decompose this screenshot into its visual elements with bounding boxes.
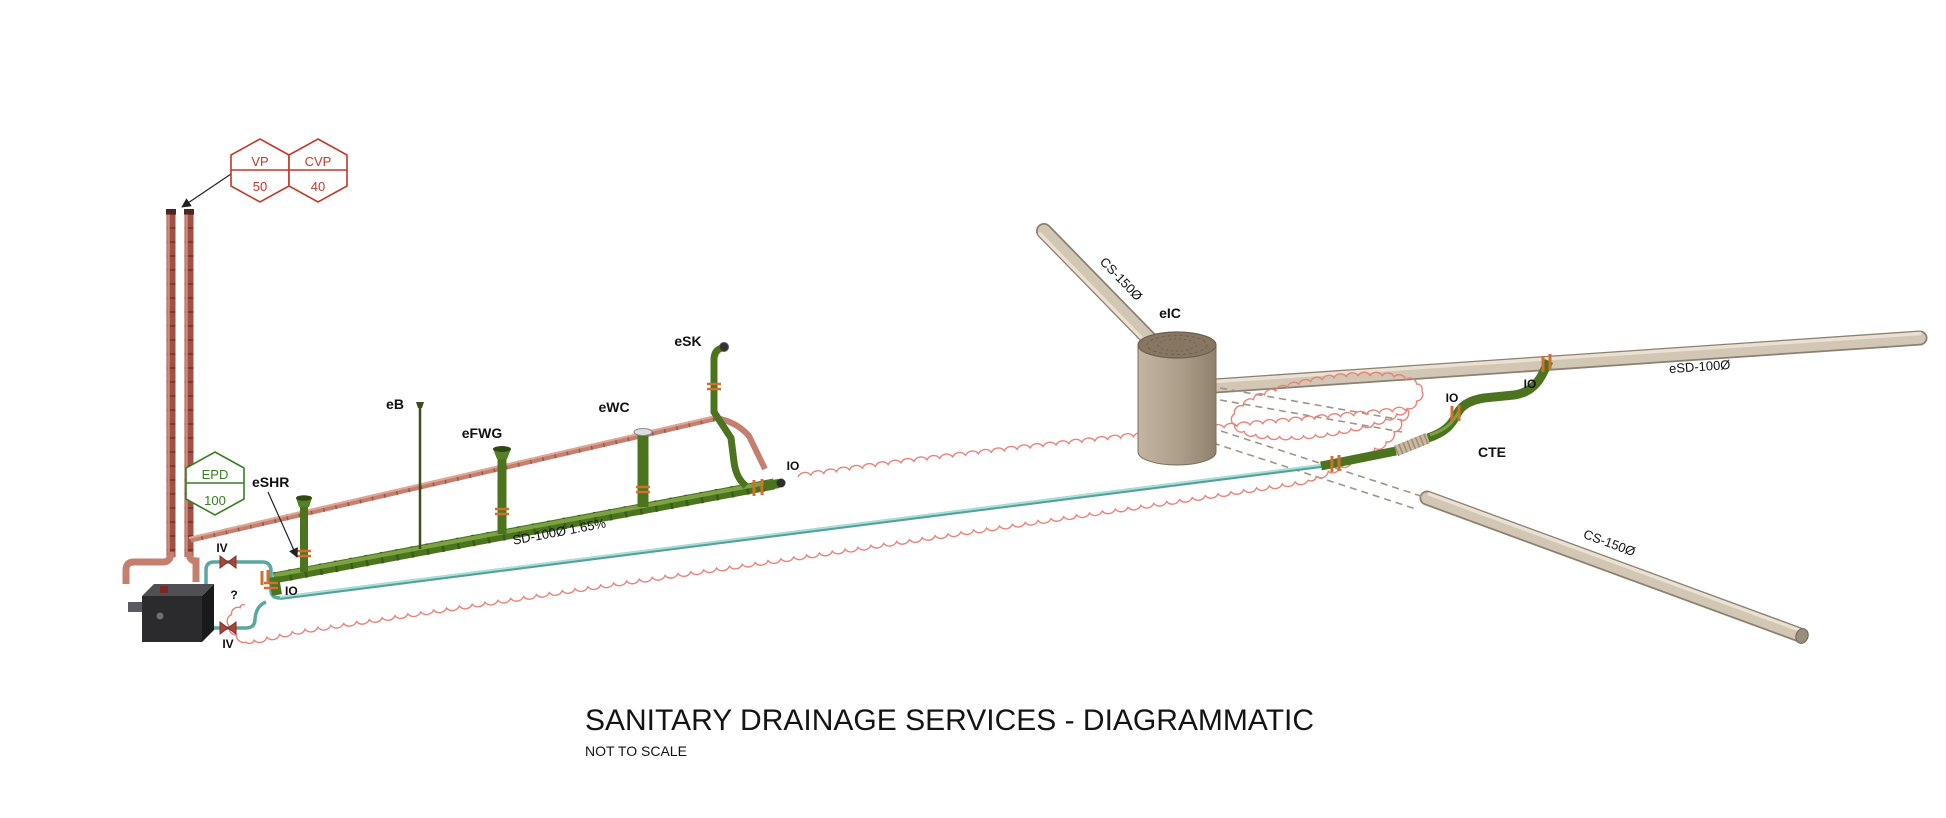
label-io-main: IO (787, 459, 800, 473)
reference-tags (181, 138, 348, 558)
label-eic: eIC (1159, 305, 1181, 321)
existing-cs150-lower-pipe (1421, 492, 1806, 641)
inspection-chamber (1137, 331, 1217, 466)
vent-manifold-right (185, 551, 200, 582)
efwg-funnel-mouth (493, 446, 511, 452)
io-fitting-main-right-ring (752, 479, 764, 496)
vp-tag-size: 50 (253, 179, 267, 194)
io-fitting-pump-ring (264, 581, 278, 590)
chamber-lid-ring-inner (1157, 338, 1197, 352)
isolation-valve-lower-icon (219, 621, 237, 635)
demolition-clouds (226, 371, 1424, 645)
label-io-pump: IO (285, 584, 298, 598)
label-eb: eB (386, 396, 404, 412)
label-ewc: eWC (598, 399, 629, 415)
demolished-esd-dashed-edge-1 (1219, 387, 1403, 421)
pump-front-port (156, 612, 164, 620)
new-drainage-pipes (269, 342, 1554, 596)
esk-riser (710, 358, 749, 489)
cte-ring-left (1330, 455, 1341, 472)
pipe-label-esd100: eSD-100Ø (1669, 357, 1731, 376)
isolation-valve-upper-icon (219, 555, 237, 569)
eshr-ring (297, 549, 311, 558)
io-fitting-main-left-ring (260, 570, 270, 585)
label-io-cte-right: IO (1524, 377, 1537, 391)
existing-pipes-group (1036, 223, 1928, 644)
cloud-right-connector (1307, 409, 1410, 482)
existing-esd100-pipe-highlight (1212, 331, 1922, 384)
label-iv-upper: IV (216, 541, 227, 555)
label-unknown: ? (230, 588, 237, 602)
esk-top-cap (719, 342, 729, 352)
cvp-tag-code: CVP (305, 154, 332, 169)
vent-riser-2-top-cap (184, 209, 194, 215)
pump-side-face (202, 584, 214, 642)
ewc-cap (633, 428, 653, 436)
label-eshr: eSHR (252, 474, 289, 490)
pump-left-stub (128, 602, 142, 612)
drain-io-end-cap (776, 478, 786, 488)
pumped-line-long-base (279, 464, 1322, 600)
label-io-cte-left: IO (1446, 391, 1459, 405)
epd-tag-size: 100 (204, 493, 226, 508)
cloud-upper (797, 406, 1409, 478)
pumped-line-pump-lower-loop (206, 600, 267, 630)
vent-main-run-highlight (188, 415, 717, 539)
demolished-esd-dashed-edge-2 (1219, 399, 1403, 433)
pump-handle (160, 586, 168, 593)
pumped-line-long-highlight (279, 464, 1322, 598)
cloud-cte-loop (1230, 371, 1424, 441)
label-cte: CTE (1478, 444, 1506, 460)
chamber-lid-ring-outer (1146, 335, 1208, 355)
pump-front-face (142, 596, 202, 642)
cloud-left-curl (226, 603, 247, 644)
chamber-lid (1137, 331, 1217, 359)
cte-ring-elbow (1450, 405, 1461, 422)
drain-main-run (272, 478, 776, 584)
eshr-funnel-mouth (296, 495, 312, 501)
drain-main-right-stub (763, 479, 780, 491)
vent-riser-1-top-cap (166, 209, 176, 215)
labels-group: VP 50 CVP 40 EPD 100 eSHR eB eFWG eWC eS… (202, 154, 1731, 651)
label-esk: eSK (674, 333, 701, 349)
cte-coupling-ribs (1393, 432, 1431, 457)
vp-tag-code: VP (251, 154, 268, 169)
eshr-leader-line (267, 491, 298, 558)
vp-tag-leader-line (181, 173, 232, 208)
drain-main-left-stub (269, 576, 282, 596)
vent-manifold-left (122, 551, 175, 584)
title-block: SANITARY DRAINAGE SERVICES - DIAGRAMMATI… (585, 704, 1314, 759)
eb-funnel (416, 402, 424, 408)
existing-cs150-lower-pipe-end-cap (1795, 628, 1809, 644)
cloud-lower (245, 479, 1309, 645)
cvp-tag-size: 40 (311, 179, 325, 194)
existing-cs150-lower-pipe-highlight (1427, 492, 1804, 633)
pump-unit (128, 584, 214, 642)
label-iv-lower: IV (222, 637, 233, 651)
label-efwg: eFWG (462, 425, 503, 441)
drain-main-run-highlight (273, 479, 775, 578)
vent-main-run-rings (188, 415, 717, 543)
drawing-scale-note: NOT TO SCALE (585, 743, 687, 759)
ewc-ring (636, 485, 650, 494)
cte-ring-top (1541, 354, 1552, 372)
pump-top-face (142, 584, 214, 596)
esk-ring (707, 382, 721, 391)
vent-pipes (122, 209, 768, 584)
drawing-title: SANITARY DRAINAGE SERVICES - DIAGRAMMATI… (585, 704, 1314, 737)
efwg-ring (495, 507, 509, 516)
epd-tag-code: EPD (202, 467, 229, 482)
chamber-body (1137, 344, 1217, 466)
fittings-group (219, 354, 1552, 635)
existing-esd100-pipe (1208, 332, 1926, 392)
